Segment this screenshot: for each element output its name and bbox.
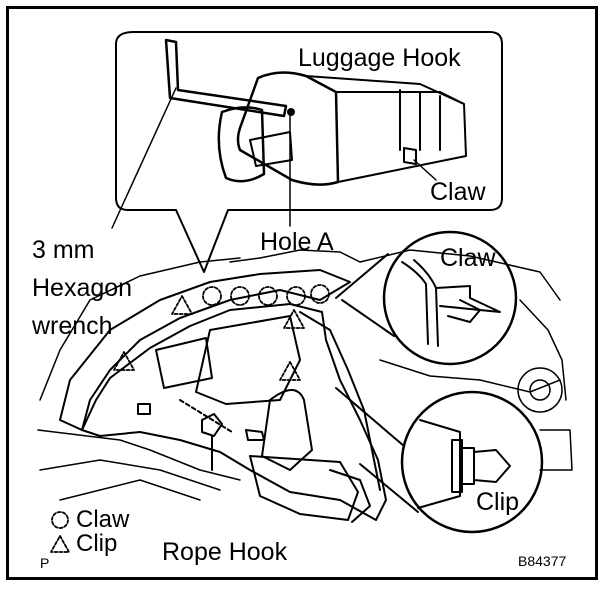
rope-hook-label: Rope Hook [162,538,288,566]
claw-markers [202,284,330,306]
claw-tab-icon [403,147,417,165]
legend-clip-label: Clip [76,530,118,557]
figure-code: B84377 [518,553,567,569]
luggage-hook-icon [217,71,467,186]
wrench-label-line1: 3 mm [32,236,95,264]
luggage-hook-label: Luggage Hook [298,44,461,72]
legend-claw-icon [51,511,69,529]
claw-detail-circle [382,230,518,366]
corner-mark: P [40,555,50,571]
clip-markers [113,295,305,381]
legend-claw-label: Claw [76,506,130,533]
hex-wrench-icon [164,38,288,118]
vehicle-body [37,249,573,501]
legend-clip-icon [50,535,70,553]
rope-hook-icon [137,399,265,471]
wrench-label-line2: Hexagon [32,274,133,302]
clip-detail-label: Clip [476,488,520,516]
claw-detail-label: Claw [440,244,496,272]
luggage-hook-callout [115,31,503,273]
claw-top-label: Claw [430,178,486,206]
wrench-label-line3: wrench [32,312,113,340]
hole-a-label: Hole A [260,228,334,256]
claw-detail-icon [401,259,501,347]
clip-detail-icon [417,419,511,509]
quarter-trim-panel [59,269,387,523]
clip-detail-circle [400,390,544,534]
